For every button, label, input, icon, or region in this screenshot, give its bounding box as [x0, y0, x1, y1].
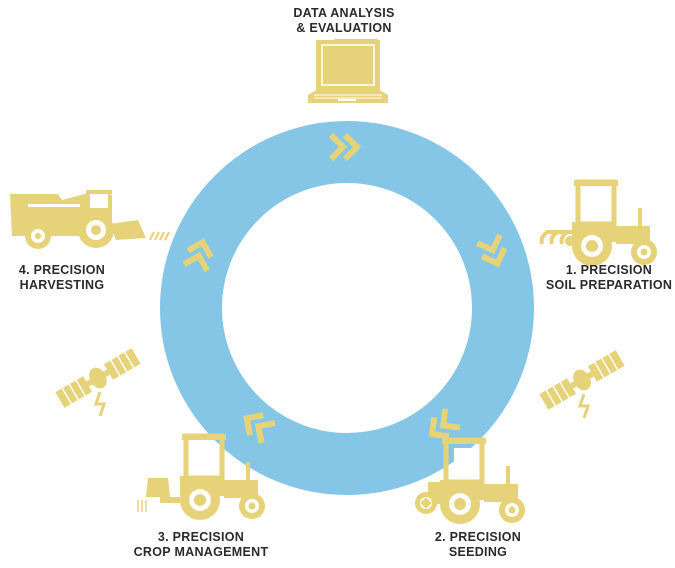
laptop-with-documents-icon — [308, 39, 388, 103]
label-crop-management: 3. PRECISION CROP MANAGEMENT — [126, 530, 276, 560]
label-seeding: 2. PRECISION SEEDING — [420, 530, 536, 560]
label-line: SEEDING — [448, 545, 508, 559]
label-line: 4. PRECISION — [18, 263, 106, 277]
tractor-with-seeder-icon — [415, 438, 525, 524]
label-soil-preparation: 1. PRECISION SOIL PREPARATION — [544, 263, 674, 293]
label-data-analysis: DATA ANALYSIS & EVALUATION — [277, 6, 411, 36]
tractor-with-cultivator-icon — [539, 180, 657, 266]
label-line: CROP MANAGEMENT — [133, 545, 269, 559]
label-line: 3. PRECISION — [157, 530, 245, 544]
label-line: & EVALUATION — [296, 21, 392, 35]
label-line: 1. PRECISION — [565, 263, 653, 277]
combine-harvester-icon — [10, 190, 170, 249]
satellite-icon — [52, 344, 144, 418]
tractor-with-sprayer-icon — [137, 434, 265, 520]
label-harvesting: 4. PRECISION HARVESTING — [10, 263, 114, 293]
label-line: 2. PRECISION — [434, 530, 522, 544]
satellite-icon — [536, 346, 628, 420]
label-line: HARVESTING — [19, 278, 105, 292]
cycle-ring — [160, 121, 534, 495]
label-line: DATA ANALYSIS — [293, 6, 395, 20]
label-line: SOIL PREPARATION — [545, 278, 673, 292]
